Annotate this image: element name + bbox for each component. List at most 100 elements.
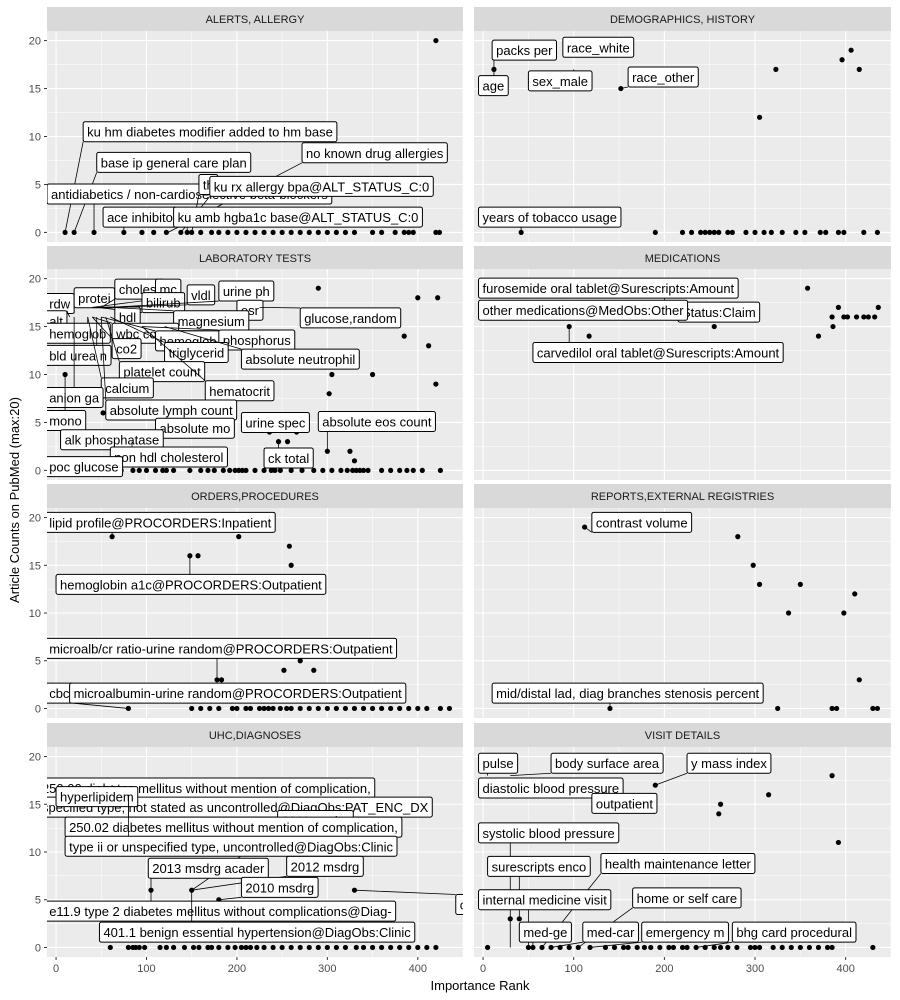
data-point [216, 944, 222, 951]
point-label: triglycerid [110, 316, 229, 363]
x-axis-title: Importance Rank [431, 978, 530, 993]
label-text: base ip general care plan [101, 155, 247, 170]
data-point [806, 944, 813, 951]
label-text: triglycerid [169, 345, 225, 360]
data-point [437, 705, 443, 712]
data-point [404, 467, 410, 474]
label-text: ku hm diabetes modifier added to hm base [87, 125, 333, 140]
label-text: platelet count [123, 365, 201, 380]
data-point [265, 705, 272, 712]
label-box [69, 682, 407, 704]
label-leader-line [164, 326, 242, 350]
data-point [865, 314, 871, 320]
label-text: urine ph [223, 284, 270, 299]
point-label: internal medicine visit [478, 889, 612, 948]
data-point [525, 944, 531, 951]
data-point [125, 944, 131, 951]
data-point [853, 314, 860, 320]
y-tick-label: 5 [35, 895, 41, 907]
label-text: cbc [49, 686, 70, 701]
data-point [756, 944, 763, 951]
data-point [788, 944, 794, 951]
label-text: 2013 msdrg acader [152, 861, 265, 876]
label-text: rdw [49, 297, 71, 312]
point-label: phosphorus [141, 326, 296, 351]
y-tick-label: 0 [35, 942, 41, 954]
data-point [793, 229, 799, 236]
data-point [530, 944, 536, 951]
label-box [240, 348, 360, 370]
data-point [369, 229, 376, 236]
data-point [844, 314, 851, 320]
data-point [297, 944, 303, 951]
point-label: pulse [478, 752, 519, 776]
point-label: body surface area [510, 752, 664, 777]
point-label: mid/distal lad, diag branches stenosis p… [491, 682, 764, 709]
data-point [125, 705, 131, 712]
facet-strip [474, 7, 891, 31]
data-point [648, 944, 654, 951]
data-point [205, 467, 211, 474]
data-point [326, 391, 332, 397]
data-point [151, 229, 157, 236]
facet-strip [47, 484, 463, 508]
data-point [254, 944, 260, 951]
label-leader-line [87, 316, 102, 379]
data-point [227, 467, 233, 474]
data-point [415, 705, 421, 712]
label-text: magnesium [178, 314, 245, 329]
data-point [768, 229, 774, 236]
data-point [861, 314, 867, 320]
point-label: Status:Claim [619, 301, 761, 323]
point-label: ku amb hgba1c base@ALT_STATUS_C:0 [173, 206, 423, 233]
data-point [824, 944, 831, 951]
facet-strip [47, 246, 463, 270]
data-point [817, 229, 823, 236]
point-label: med-car [550, 921, 639, 948]
data-point [261, 467, 267, 474]
data-point [284, 705, 290, 712]
label-text: 401.1 benign essential hypertension@Diag… [103, 925, 411, 940]
data-point [288, 944, 294, 951]
data-point [189, 705, 195, 712]
label-leader-line [141, 326, 219, 331]
facet-title: DEMOGRAPHICS, HISTORY [610, 14, 756, 26]
label-text: glucose,random [304, 311, 397, 326]
data-point [620, 944, 627, 951]
data-point [872, 314, 878, 320]
label-text: absolute neutrophil [245, 352, 355, 367]
y-tick-label: 15 [29, 799, 41, 811]
data-point [243, 467, 249, 474]
label-text: phosphorus [223, 333, 291, 348]
point-label: c [354, 889, 463, 915]
data-point [734, 944, 740, 951]
data-point [379, 467, 385, 474]
label-text: years of tobacco usage [483, 210, 617, 225]
data-point [770, 944, 776, 951]
data-point [388, 944, 394, 951]
data-point [297, 705, 303, 712]
y-tick-label: 20 [29, 274, 41, 286]
label-text: contrast volume [596, 515, 688, 530]
data-point [357, 467, 363, 474]
data-point [315, 229, 321, 236]
data-point [841, 314, 847, 320]
data-point [353, 467, 359, 474]
label-box [98, 921, 416, 943]
data-point [268, 467, 274, 474]
data-point [397, 944, 403, 951]
point-label: emergency m [589, 921, 729, 948]
data-point [163, 944, 169, 951]
label-leader-line [92, 316, 113, 324]
point-label: ck total [263, 441, 314, 469]
data-point [735, 534, 741, 540]
data-point [315, 705, 321, 712]
data-point [815, 333, 822, 339]
point-label: anion ga [47, 316, 104, 409]
data-point [829, 773, 835, 779]
